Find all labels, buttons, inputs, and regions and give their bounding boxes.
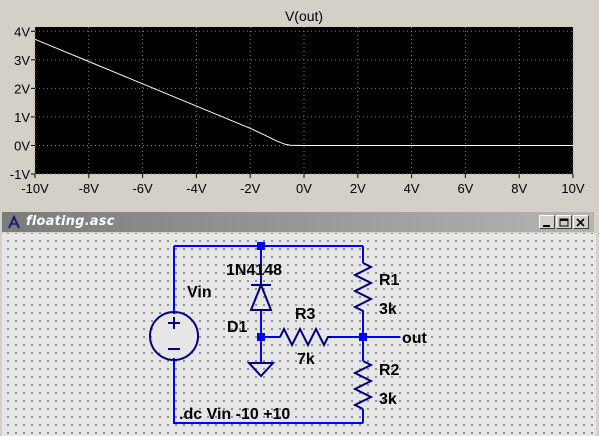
source-label[interactable]: Vin (187, 284, 212, 301)
resistor-r2[interactable] (352, 360, 374, 410)
x-tick-label: 0V (296, 181, 312, 196)
close-icon (576, 218, 585, 227)
r1-name-label[interactable]: R1 (379, 272, 400, 289)
diode-model-label[interactable]: 1N4148 (226, 262, 282, 279)
vout-trace[interactable] (34, 38, 573, 146)
schematic-window[interactable]: floating.asc (0, 209, 599, 436)
resistor-r3[interactable] (279, 326, 332, 348)
r2-value-label[interactable]: 3k (379, 391, 397, 408)
schematic-titlebar[interactable]: floating.asc (2, 212, 594, 232)
maximize-icon (559, 218, 569, 227)
dc-directive[interactable]: .dc Vin -10 +10 (179, 406, 290, 423)
x-tick-label: 6V (457, 181, 473, 196)
y-tick-label: 1V (14, 110, 30, 125)
x-tick-label: -6V (132, 181, 153, 196)
r1-value-label[interactable]: 3k (379, 301, 397, 318)
y-tick-label: 3V (14, 53, 30, 68)
net-out-label[interactable]: out (402, 330, 428, 347)
y-tick-label: 0V (14, 138, 30, 153)
x-tick-label: -2V (240, 181, 261, 196)
window-title: floating.asc (26, 214, 115, 229)
x-tick-label: -10V (21, 181, 49, 196)
maximize-button[interactable] (556, 215, 572, 229)
x-tick-labels: -10V -8V -6V -4V -2V 0V 2V 4V 6V 8V 10V (21, 181, 585, 196)
x-tick-label: 4V (404, 181, 420, 196)
close-button[interactable] (573, 215, 589, 229)
plus-icon (168, 317, 180, 329)
r3-name-label[interactable]: R3 (295, 306, 316, 323)
source-body (152, 314, 196, 358)
minimize-button[interactable] (539, 215, 555, 229)
minimize-icon (543, 225, 550, 227)
x-tick-label: 10V (561, 181, 584, 196)
schematic-icon (8, 214, 20, 229)
schematic-canvas[interactable]: 1N4148 Vin D1 R3 7k R1 3k R2 3k out .dc … (2, 233, 596, 436)
y-tick-label: 4V (14, 24, 30, 39)
plot-title[interactable]: V(out) (285, 8, 323, 24)
x-tick-label: -4V (186, 181, 207, 196)
junctions (257, 242, 367, 341)
y-tick-label: -1V (10, 167, 31, 182)
r3-value-label[interactable]: 7k (297, 351, 315, 368)
y-tick-label: 2V (14, 81, 30, 96)
diode-label[interactable]: D1 (227, 319, 248, 336)
x-tick-label: 8V (511, 181, 527, 196)
waveform-plot-pane[interactable]: V(out) 4V 3V 2V 1V 0V -1V -10V -8V -6V -4V -2V 0V 2… (0, 0, 599, 206)
r2-name-label[interactable]: R2 (379, 362, 400, 379)
waveform-plot[interactable]: V(out) 4V 3V 2V 1V 0V -1V -10V -8V -6V -4V -2V 0V 2… (0, 0, 599, 206)
y-tick-labels: 4V 3V 2V 1V 0V -1V (10, 24, 31, 182)
ground-symbol (246, 361, 276, 378)
diode-d1[interactable] (249, 279, 273, 311)
circuit-schematic[interactable]: 1N4148 Vin D1 R3 7k R1 3k R2 3k out .dc … (2, 233, 596, 436)
x-tick-label: -8V (79, 181, 100, 196)
x-tick-label: 2V (350, 181, 366, 196)
resistor-r1[interactable] (352, 262, 374, 314)
